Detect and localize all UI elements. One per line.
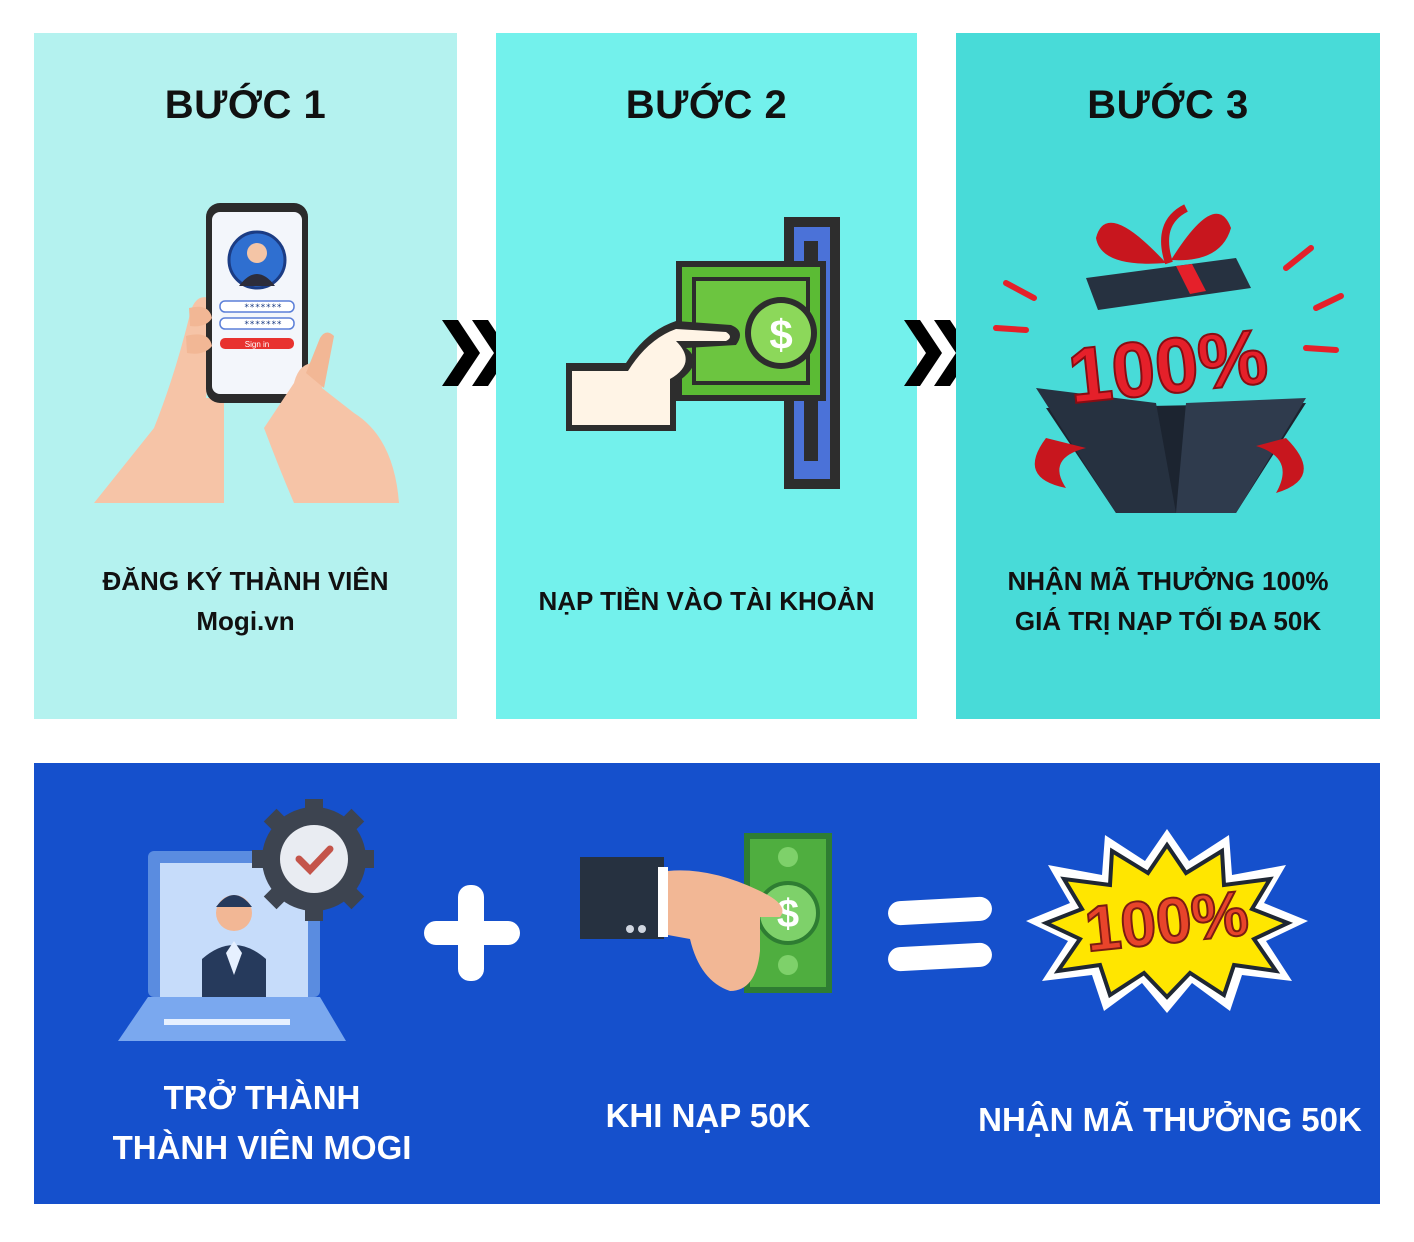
password-text-1: ******* <box>244 303 282 313</box>
gear-check-icon <box>252 799 374 921</box>
dollar-symbol: $ <box>769 311 792 358</box>
step-3-desc-line1: NHẬN MÃ THƯỞNG 100% <box>1007 566 1329 596</box>
step-3-title: BƯỚC 3 <box>1087 83 1249 127</box>
laptop-member-illustration <box>118 799 374 1041</box>
deposit-label: KHI NẠP 50K <box>605 1097 811 1134</box>
step-1-desc-line1: ĐĂNG KÝ THÀNH VIÊN <box>102 566 389 596</box>
equals-icon <box>888 896 992 972</box>
hand-money-illustration: $ <box>580 833 832 993</box>
step-1-title: BƯỚC 1 <box>164 83 327 127</box>
step-3-desc-line2: GIÁ TRỊ NẠP TỐI ĐA 50K <box>1014 606 1322 636</box>
gift-box-illustration: 100% <box>993 204 1344 513</box>
gift-lid-icon <box>1086 258 1251 310</box>
step-1-panel: BƯỚC 1 ******* ******* Sign in ĐĂNG KÝ T… <box>34 33 457 719</box>
member-label-line1: TRỞ THÀNH <box>163 1079 361 1116</box>
plus-icon <box>424 885 520 981</box>
sign-in-button <box>220 338 294 349</box>
reward-label: NHẬN MÃ THƯỞNG 50K <box>978 1101 1362 1138</box>
sleeve-icon <box>580 857 664 939</box>
step-1-desc-line2: Mogi.vn <box>196 606 295 636</box>
step-2-title: BƯỚC 2 <box>625 83 788 127</box>
step-3-panel: BƯỚC 3 100% NHẬN MÃ THƯỞNG 100% GIÁ TRỊ … <box>956 33 1380 719</box>
dollar-symbol: $ <box>777 892 799 936</box>
member-label-line2: THÀNH VIÊN MOGI <box>112 1129 412 1166</box>
hand-icon <box>668 870 783 991</box>
gift-percent-text: 100% <box>1064 312 1272 420</box>
formula-panel: $ 100% TRỞ THÀNH THÀNH VIÊN MOGI KHI NẠP… <box>34 763 1380 1204</box>
burst-badge-illustration: 100% <box>1026 829 1308 1013</box>
step-2-desc-line1: NẠP TIỀN VÀO TÀI KHOẢN <box>538 586 875 616</box>
password-text-2: ******* <box>244 320 282 330</box>
step-2-panel: BƯỚC 2 $ NẠP TIỀN VÀO TÀI KHOẢN <box>496 33 917 719</box>
cash-deposit-illustration: $ <box>566 217 840 489</box>
phone-login-illustration: ******* ******* Sign in <box>94 203 399 503</box>
burst-icon <box>1040 841 1294 1000</box>
sign-in-label: Sign in <box>245 340 269 349</box>
